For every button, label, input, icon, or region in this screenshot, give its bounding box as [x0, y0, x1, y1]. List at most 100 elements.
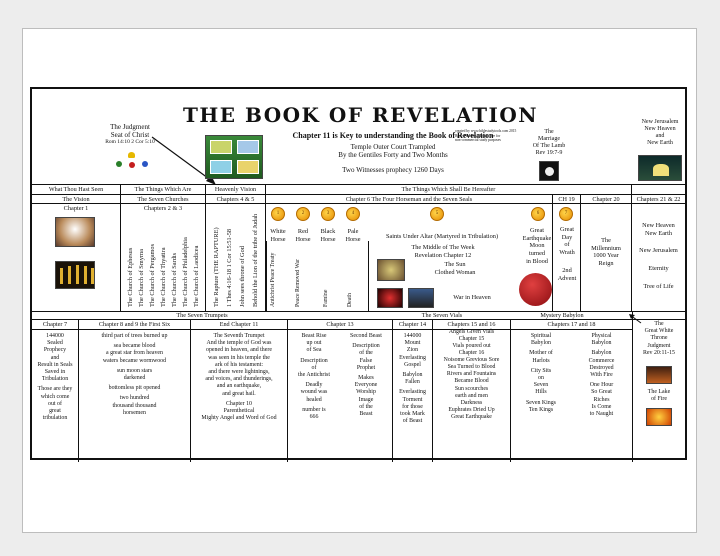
millennium: The Millennium 1000 Year Reign [581, 237, 631, 268]
week-line: Revelation Chapter 12 [414, 251, 472, 259]
key-text: Chapter 11 is Key to understanding the B… [292, 131, 494, 140]
list-line: sea became blood [113, 343, 156, 350]
advent-line: 2nd [562, 267, 572, 274]
peace-removed: Peace Removed War [295, 258, 301, 307]
list-line: Babylon [402, 372, 423, 379]
list-line: Sun scourches [454, 385, 489, 392]
list-line: waters became wormwood [102, 357, 167, 364]
throne-line: Judgment [647, 342, 671, 349]
header-end11: End Chapter 11 [219, 321, 259, 328]
list-line: tribulation [42, 415, 68, 422]
judgment-line: Seat of Christ [110, 131, 150, 140]
millennium-line: 1000 Year [593, 252, 619, 260]
list-line: Parenthetical [223, 408, 255, 415]
header-hereafter: The Things Which Shall Be Hereafter [401, 186, 496, 193]
wrath-line: Day [561, 233, 573, 241]
throne-line: Great White [644, 328, 674, 335]
list-line: Spiritual [530, 333, 552, 339]
header-churches: The Seven Churches [137, 196, 189, 203]
divider [580, 194, 581, 311]
divider [32, 194, 685, 195]
header-ch1516: Chapters 15 and 16 [447, 321, 496, 328]
advent-line: Advent [557, 274, 577, 282]
peace-treaty: Antichrist Peace Treaty [270, 252, 276, 307]
black-horse: Black Horse [320, 228, 336, 243]
woman-image [377, 259, 405, 281]
list-line: Beast [359, 411, 373, 418]
lake-line: The Lake [647, 389, 671, 395]
divider [32, 319, 685, 320]
list-line: great [49, 408, 61, 415]
list-line: bottomless pit opened [108, 385, 161, 392]
divider [368, 241, 369, 311]
list-line: and great hail. [222, 390, 256, 397]
judgment-line: Rom 14:10 2 Cor 5:10 [105, 139, 155, 146]
throne-line: Throne [650, 335, 668, 342]
tree-of-life-cell: Tree of Life [643, 283, 674, 290]
list-line: of the [359, 350, 373, 357]
famine: Famine [323, 289, 329, 307]
white-horse: White Horse [270, 228, 286, 243]
list-line: and there were lightnings, [208, 369, 270, 376]
wrath-line: Wrath [559, 249, 575, 257]
list-line: and voices, and thunderings, [205, 376, 273, 383]
ch21-line: New Earth [644, 229, 673, 237]
divider [32, 311, 685, 312]
seal-4-icon: 4 [346, 207, 360, 221]
list-line: opened in heaven, and there [206, 347, 272, 354]
list-line: Harlots [532, 357, 550, 364]
list-line: sun moon stars [116, 367, 153, 374]
church-ephesus: The Church of Ephesus [127, 247, 134, 307]
divider [287, 319, 288, 462]
seal-6-icon: 6 [531, 207, 545, 221]
red-horse: Red Horse [295, 228, 311, 243]
lamb-image [539, 161, 559, 181]
list-line: Destroyed [589, 364, 614, 371]
credit-line: non-commercial study purposes [455, 138, 501, 143]
list-line: Chapter 16 [458, 350, 485, 357]
divider [510, 319, 511, 462]
list-line: Became Blood [454, 378, 489, 385]
list-line: two hundred [119, 395, 150, 402]
quake-line: in Blood [526, 257, 548, 265]
marriage-lamb-text: The Marriage Of The Lamb Rev 19:7-9 [526, 129, 572, 157]
pale-horse: Pale Horse [345, 228, 361, 243]
sun-line: The Sun [444, 261, 466, 268]
chapter1-label: Chapter 1 [63, 205, 89, 212]
quake-line: Moon [529, 242, 545, 250]
death: Death [347, 293, 353, 307]
white-throne-judgment: The Great White Throne Judgment Rev 20:1… [633, 321, 685, 357]
list-line: Rivers and Fountains [446, 371, 497, 378]
divider [32, 184, 685, 185]
list-line: Image [358, 396, 374, 403]
millennium-line: Millennium [591, 244, 621, 252]
list-line: a great star from heaven [106, 350, 163, 357]
list-line: earth and men [455, 392, 488, 399]
judgment-line: The Judgment [110, 123, 150, 131]
list-line: Everlasting [399, 389, 426, 396]
header-ch7: Chapter 7 [42, 321, 68, 328]
nj-line: New Earth [647, 139, 673, 146]
list-line: Chapter 15 [458, 336, 485, 343]
list-line: and [50, 354, 60, 361]
header-ch1718: Chapters 17 and 18 [547, 321, 596, 328]
throne-line: Rev 20:11-15 [642, 349, 675, 356]
list-line: which come [40, 393, 70, 400]
nj-line: and [655, 132, 665, 139]
list-line: 144000 [46, 333, 64, 339]
list-line: of the [359, 403, 373, 410]
nj-line: New Jerusalem [641, 119, 679, 125]
lake-line: of Fire [651, 396, 667, 403]
list-line: Mighty Angel and Word of God [201, 415, 277, 422]
nj-line: New Heaven [644, 125, 676, 132]
wrath-line: of [564, 241, 570, 249]
dragon-image [377, 288, 403, 308]
list-line: Hills [535, 389, 547, 396]
thrones-image [205, 135, 263, 179]
divider [190, 319, 191, 462]
list-line: darkened [123, 375, 146, 382]
wrath-line: Great [560, 226, 574, 233]
header-ch6: Chapter 6 The Four Horseman and the Seve… [345, 196, 473, 203]
